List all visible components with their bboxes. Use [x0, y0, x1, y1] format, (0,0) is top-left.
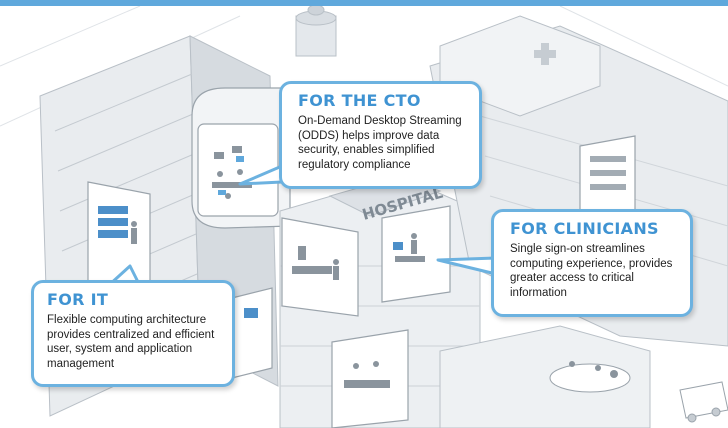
cto-room	[191, 87, 291, 229]
ambulance-icon	[679, 381, 728, 423]
reception-area	[439, 325, 651, 428]
top-accent-bar	[0, 0, 728, 6]
clinicians-callout: FOR CLINICIANS Single sign-on streamline…	[491, 209, 693, 317]
clinician-room	[381, 205, 451, 303]
clinicians-description: Single sign-on streamlines computing exp…	[510, 243, 673, 299]
medical-cross-icon	[534, 43, 556, 65]
it-heading: FOR IT	[47, 290, 109, 309]
rooftop-dome	[295, 6, 337, 57]
it-description: Flexible computing architecture provides…	[47, 314, 215, 370]
cto-heading: FOR THE CTO	[298, 91, 421, 110]
ward-room	[331, 329, 409, 428]
cto-callout: FOR THE CTO On-Demand Desktop Streaming …	[279, 81, 482, 189]
it-callout: FOR IT Flexible computing architecture p…	[31, 280, 235, 387]
lower-room	[231, 287, 273, 379]
cto-description: On-Demand Desktop Streaming (ODDS) helps…	[298, 115, 462, 171]
operating-room	[281, 217, 359, 317]
clinicians-heading: FOR CLINICIANS	[510, 219, 659, 238]
